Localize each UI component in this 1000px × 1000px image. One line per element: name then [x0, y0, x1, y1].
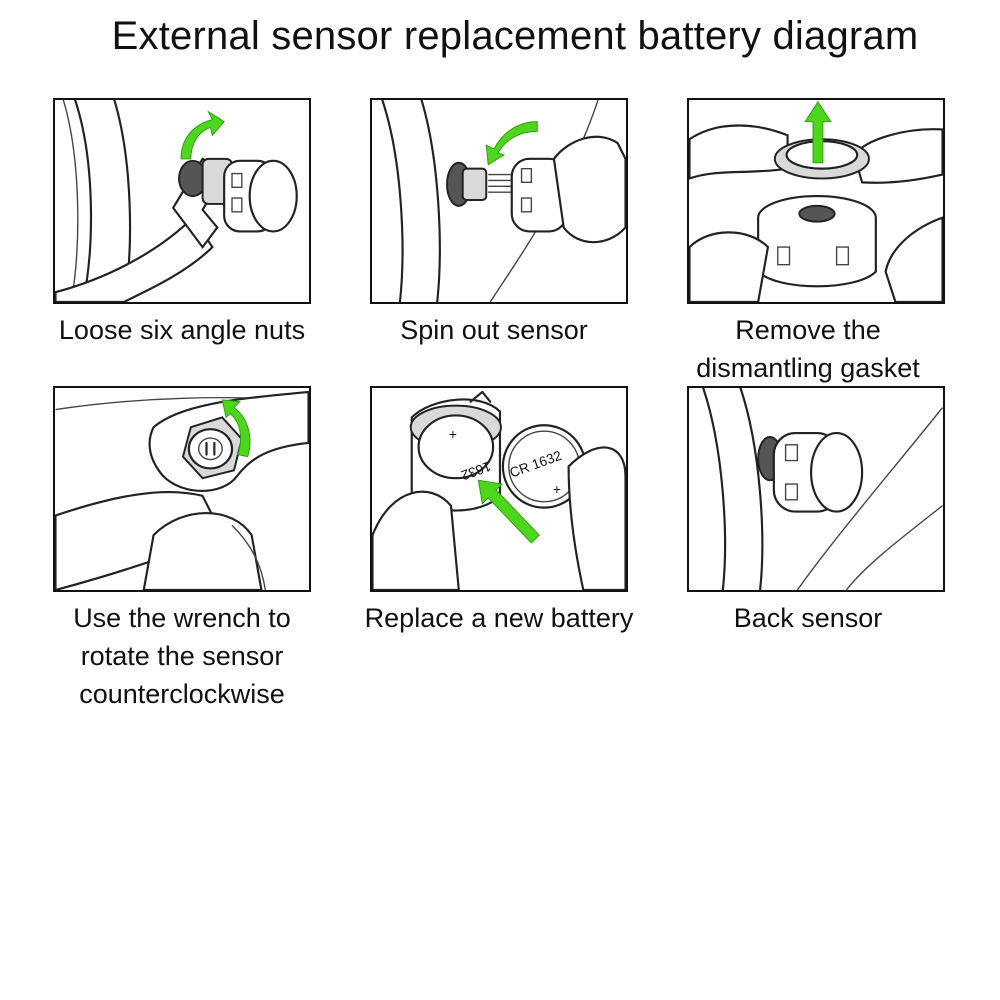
caption-line: rotate the sensor [80, 641, 284, 671]
caption-line: Use the wrench to [73, 603, 291, 633]
replace-battery-illustration: + 1632 CR 1632 + [372, 390, 626, 590]
caption-line: Loose six angle nuts [58, 315, 306, 345]
wrench-rotate-sensor-illustration [55, 390, 309, 590]
page-title: External sensor replacement battery diag… [111, 14, 919, 58]
wrench-loosen-nut-illustration [55, 100, 298, 302]
step-5-caption: Replace a new battery [349, 599, 649, 637]
step-4-caption: Use the wrench to rotate the sensor coun… [32, 599, 332, 713]
step-4-image [53, 386, 311, 592]
caption-line: Back sensor [733, 603, 883, 633]
step-5-image: + 1632 CR 1632 + [370, 386, 628, 592]
step-2-caption: Spin out sensor [344, 311, 644, 349]
battery-plus-symbol: + [449, 427, 457, 442]
step-1-image [53, 98, 311, 304]
step-2-image [370, 98, 628, 304]
step-3-image [687, 98, 945, 304]
battery-plus-symbol: + [553, 482, 561, 497]
step-1-caption: Loose six angle nuts [32, 311, 332, 349]
caption-line: Replace a new battery [364, 603, 634, 633]
step-3-caption: Remove the dismantling gasket [658, 311, 958, 387]
caption-line: Spin out sensor [400, 315, 588, 345]
step-6-image [687, 386, 945, 592]
caption-line: Remove the [735, 315, 881, 345]
back-sensor-illustration [702, 388, 943, 590]
spin-out-sensor-illustration [381, 100, 626, 302]
caption-line: dismantling gasket [696, 353, 920, 383]
remove-gasket-illustration [689, 101, 943, 302]
caption-line: counterclockwise [79, 679, 285, 709]
step-6-caption: Back sensor [658, 599, 958, 637]
